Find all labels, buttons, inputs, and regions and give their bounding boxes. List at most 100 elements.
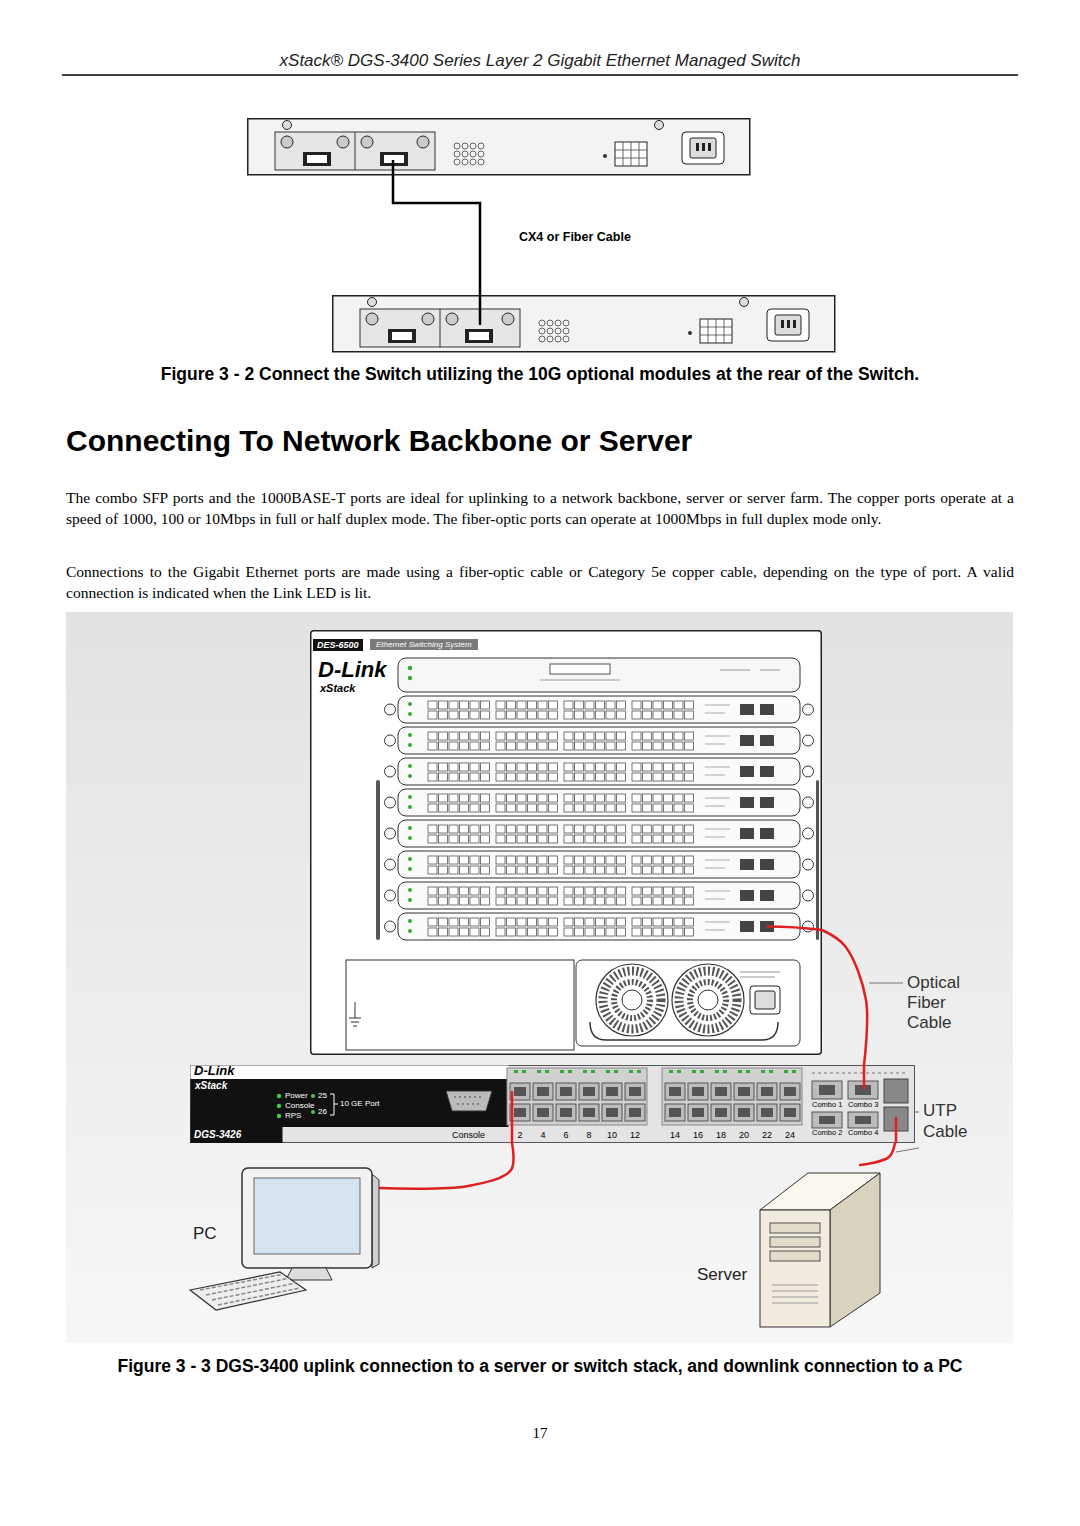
rj45-port [585,742,594,750]
rj45-port [460,866,469,874]
front-label-panel [191,1079,509,1127]
rj45-port [632,763,641,771]
rj45-port [629,1087,641,1096]
drive-bay [770,1223,820,1233]
rj45-port [617,701,626,709]
rj45-port [596,866,605,874]
led [408,666,412,670]
rj45-port [575,897,584,905]
rj45-port [579,1083,599,1100]
fan-grille [614,982,650,1018]
rj45-port [564,701,573,709]
fan-grille [679,971,737,1029]
rj45-port [564,887,573,895]
led [408,676,412,680]
utp-cable [511,1091,514,1143]
led [408,919,412,923]
sfp-port [740,766,754,777]
led [715,1070,719,1073]
rj45-port [481,763,490,771]
rj45-port [564,711,573,719]
rj45-port [428,928,437,936]
combo-label: Combo 1 [812,1101,842,1110]
rj45-port [439,897,448,905]
console-port [550,664,610,674]
led [784,1070,788,1073]
combo-port [819,1085,835,1095]
led [761,1070,765,1073]
brand-logo: D-Link [194,1064,234,1079]
rj45-port [507,887,516,895]
rj45-port [449,835,458,843]
led [738,1070,742,1073]
led [408,826,412,830]
rj45-port [780,1104,800,1121]
chassis-switch: DES-6500Ethernet Switching SystemD-Linkx… [310,630,822,1055]
screw [803,921,814,932]
rj45-port [596,763,605,771]
rj45-port [606,773,615,781]
rj45-port [507,918,516,926]
line-card [398,727,800,754]
rj45-port [643,887,652,895]
led [792,1070,796,1073]
rj45-port [564,794,573,802]
rj45-port [738,1108,750,1117]
rj45-port [564,742,573,750]
rj45-port [664,701,673,709]
management-module [398,658,800,692]
combo-port [848,1112,878,1128]
rj45-port [428,773,437,781]
rj45-port [449,711,458,719]
rj45-port [470,763,479,771]
rj45-port [517,701,526,709]
rj45-port [538,866,547,874]
rj45-port [738,1087,750,1096]
rj45-port [669,1108,681,1117]
rj45-port [575,835,584,843]
led [408,733,412,737]
line-card [398,851,800,878]
rj45-port [685,701,694,709]
power-socket [750,986,780,1014]
rj45-port [481,804,490,812]
rj45-port [596,701,605,709]
rj45-port [439,918,448,926]
rj45-port [528,835,537,843]
rj45-port [507,804,516,812]
rj45-port [585,897,594,905]
led-label: Power [285,1091,308,1100]
chassis-switch-drawing [310,630,822,1055]
utp-cable [895,1117,898,1143]
rj45-port [496,897,505,905]
rj45-port [549,897,558,905]
rj45-port [439,732,448,740]
rj45-port [606,763,615,771]
rj45-port [470,742,479,750]
rj45-port [685,928,694,936]
rj45-port [538,928,547,936]
logo-strip [191,1066,509,1080]
led [277,1104,281,1108]
rj45-port [617,732,626,740]
rj45-port [674,701,683,709]
rj45-port [617,825,626,833]
sfp-port [740,828,754,839]
module-print [705,767,730,775]
rj45-port [606,1108,618,1117]
rj45-port [507,897,516,905]
rj45-port [674,918,683,926]
rj45-port [517,732,526,740]
rj45-port [538,897,547,905]
rj45-port [606,866,615,874]
rj45-port [449,856,458,864]
module-print [705,705,730,713]
rj45-port [564,856,573,864]
rj45-port [528,866,537,874]
rj45-port [496,887,505,895]
rj45-port [517,742,526,750]
rj45-port [449,825,458,833]
rj45-port [585,928,594,936]
rj45-port [643,856,652,864]
sfp-port [740,921,754,932]
